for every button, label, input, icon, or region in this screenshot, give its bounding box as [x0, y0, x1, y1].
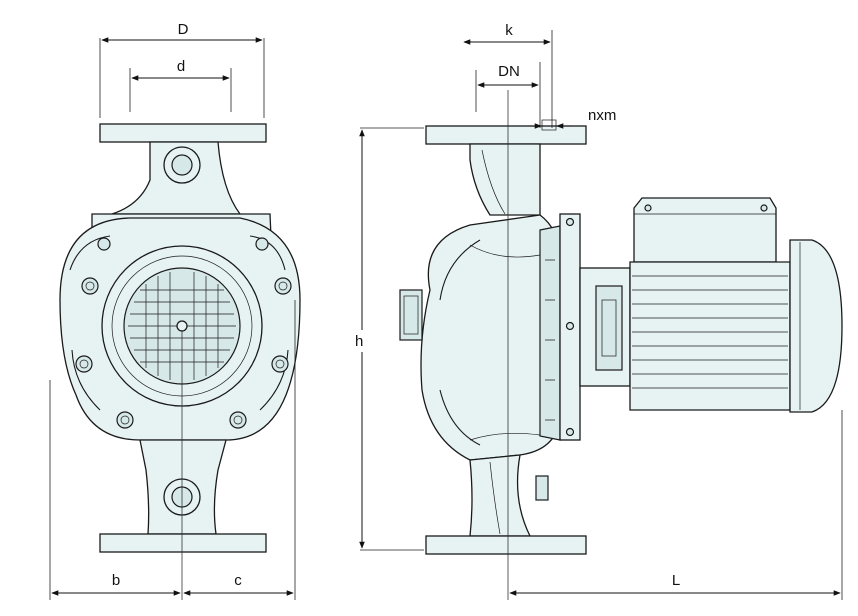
side-inlet-cap: [399, 289, 423, 341]
dim-b: b: [49, 380, 181, 600]
label-d: d: [177, 58, 185, 75]
dim-c: c: [183, 300, 296, 600]
side-top-flange: [425, 125, 587, 145]
label-L: L: [672, 572, 680, 589]
label-DN: DN: [498, 63, 520, 80]
dim-nxm: nxm: [530, 107, 616, 131]
label-k: k: [505, 22, 513, 39]
front-shaft-center: [176, 320, 188, 332]
side-bottom-flange: [425, 535, 587, 555]
front-top-flange: [99, 123, 267, 143]
label-h: h: [355, 333, 363, 350]
front-bottom-flange: [99, 533, 267, 553]
dim-h: h: [352, 127, 424, 551]
label-b: b: [112, 572, 120, 589]
front-bolts: [75, 237, 292, 429]
side-volute: [420, 214, 561, 461]
side-view: [399, 90, 843, 600]
dim-d: d: [129, 58, 232, 112]
front-view: [59, 123, 301, 600]
side-lower-pipe: [469, 454, 532, 537]
side-upper-pipe: [469, 143, 541, 216]
label-nxm: nxm: [588, 107, 616, 124]
dim-k: k: [463, 22, 553, 128]
dim-D: D: [99, 21, 265, 118]
side-fan-cover: [789, 239, 843, 413]
label-D: D: [178, 21, 189, 38]
side-bracket: [539, 225, 561, 441]
dim-L: L: [509, 410, 843, 600]
side-motor-fins: [632, 275, 788, 389]
dim-DN: DN: [475, 62, 541, 128]
label-c: c: [234, 572, 242, 589]
side-terminal-box: [633, 197, 777, 263]
